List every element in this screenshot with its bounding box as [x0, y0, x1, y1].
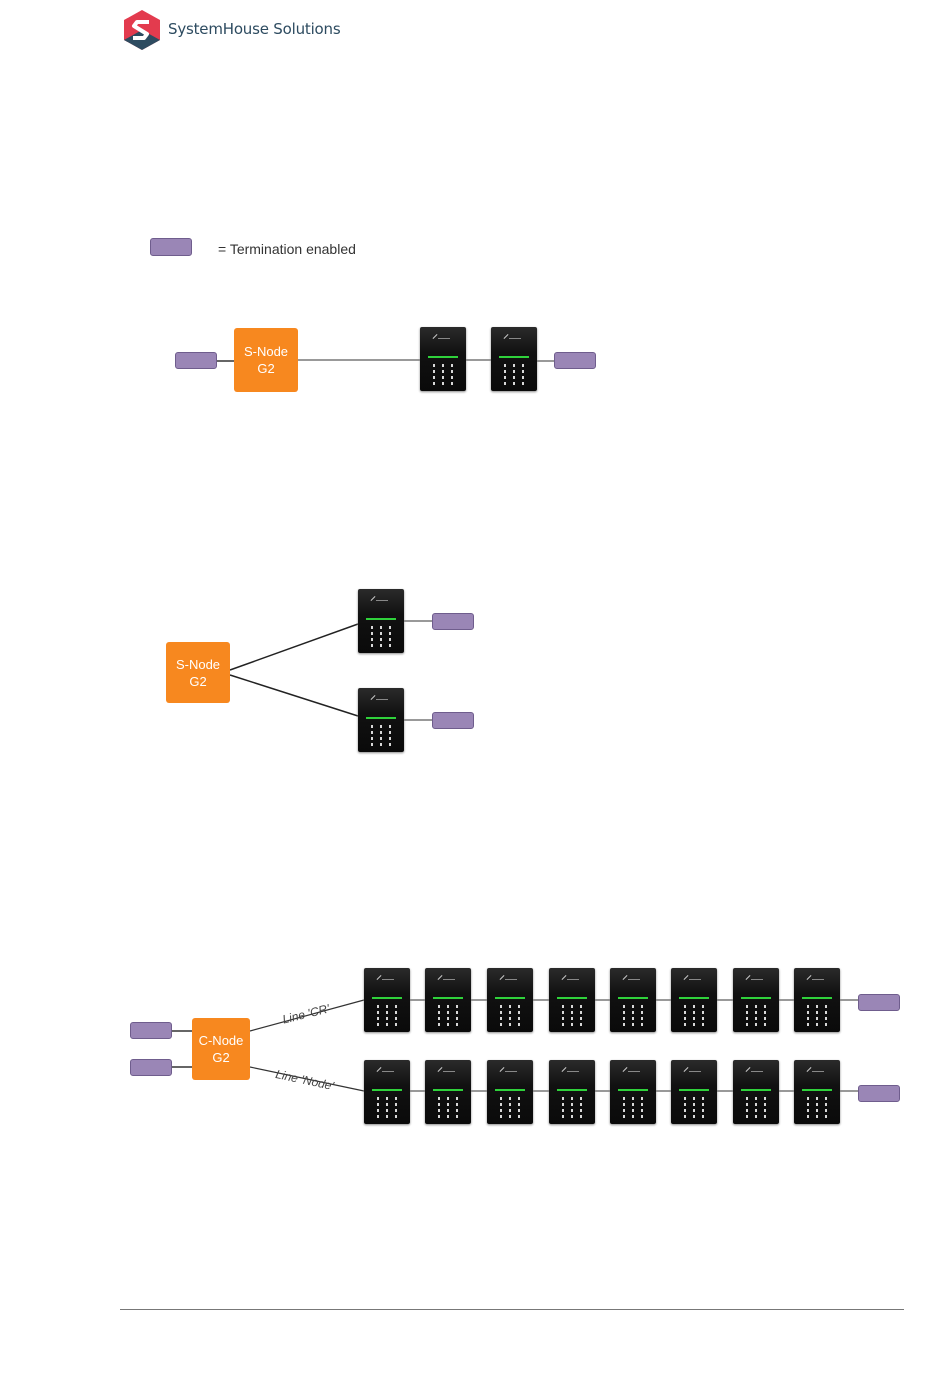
keypad-reader: [358, 589, 404, 653]
termination-block: [858, 1085, 900, 1102]
termination-block: [858, 994, 900, 1011]
footer-divider: [120, 1309, 904, 1310]
keypad-reader: [491, 327, 537, 391]
keypad-reader: [420, 327, 466, 391]
node-label-line2: G2: [257, 360, 274, 377]
termination-block: [432, 613, 474, 630]
keypad-reader: [671, 1060, 717, 1124]
keypad-reader: [733, 968, 779, 1032]
keypad-reader: [671, 968, 717, 1032]
keypad-reader: [425, 1060, 471, 1124]
keypad-reader: [610, 1060, 656, 1124]
s-node-g2: S-Node G2: [234, 328, 298, 392]
keypad-reader: [794, 968, 840, 1032]
node-label-line2: G2: [189, 673, 206, 690]
c-node-g2: C-Node G2: [192, 1018, 250, 1080]
s-node-g2: S-Node G2: [166, 642, 230, 703]
node-label-line1: C-Node: [199, 1032, 244, 1049]
keypad-reader: [549, 1060, 595, 1124]
termination-block: [175, 352, 217, 369]
keypad-reader: [364, 968, 410, 1032]
termination-block: [130, 1022, 172, 1039]
node-label-line1: S-Node: [176, 656, 220, 673]
termination-block: [432, 712, 474, 729]
keypad-reader: [358, 688, 404, 752]
keypad-reader: [425, 968, 471, 1032]
keypad-reader: [487, 968, 533, 1032]
keypad-reader: [364, 1060, 410, 1124]
keypad-reader: [549, 968, 595, 1032]
termination-block: [130, 1059, 172, 1076]
keypad-reader: [487, 1060, 533, 1124]
termination-block: [554, 352, 596, 369]
keypad-reader: [733, 1060, 779, 1124]
node-label-line2: G2: [212, 1049, 229, 1066]
node-label-line1: S-Node: [244, 343, 288, 360]
keypad-reader: [794, 1060, 840, 1124]
keypad-reader: [610, 968, 656, 1032]
